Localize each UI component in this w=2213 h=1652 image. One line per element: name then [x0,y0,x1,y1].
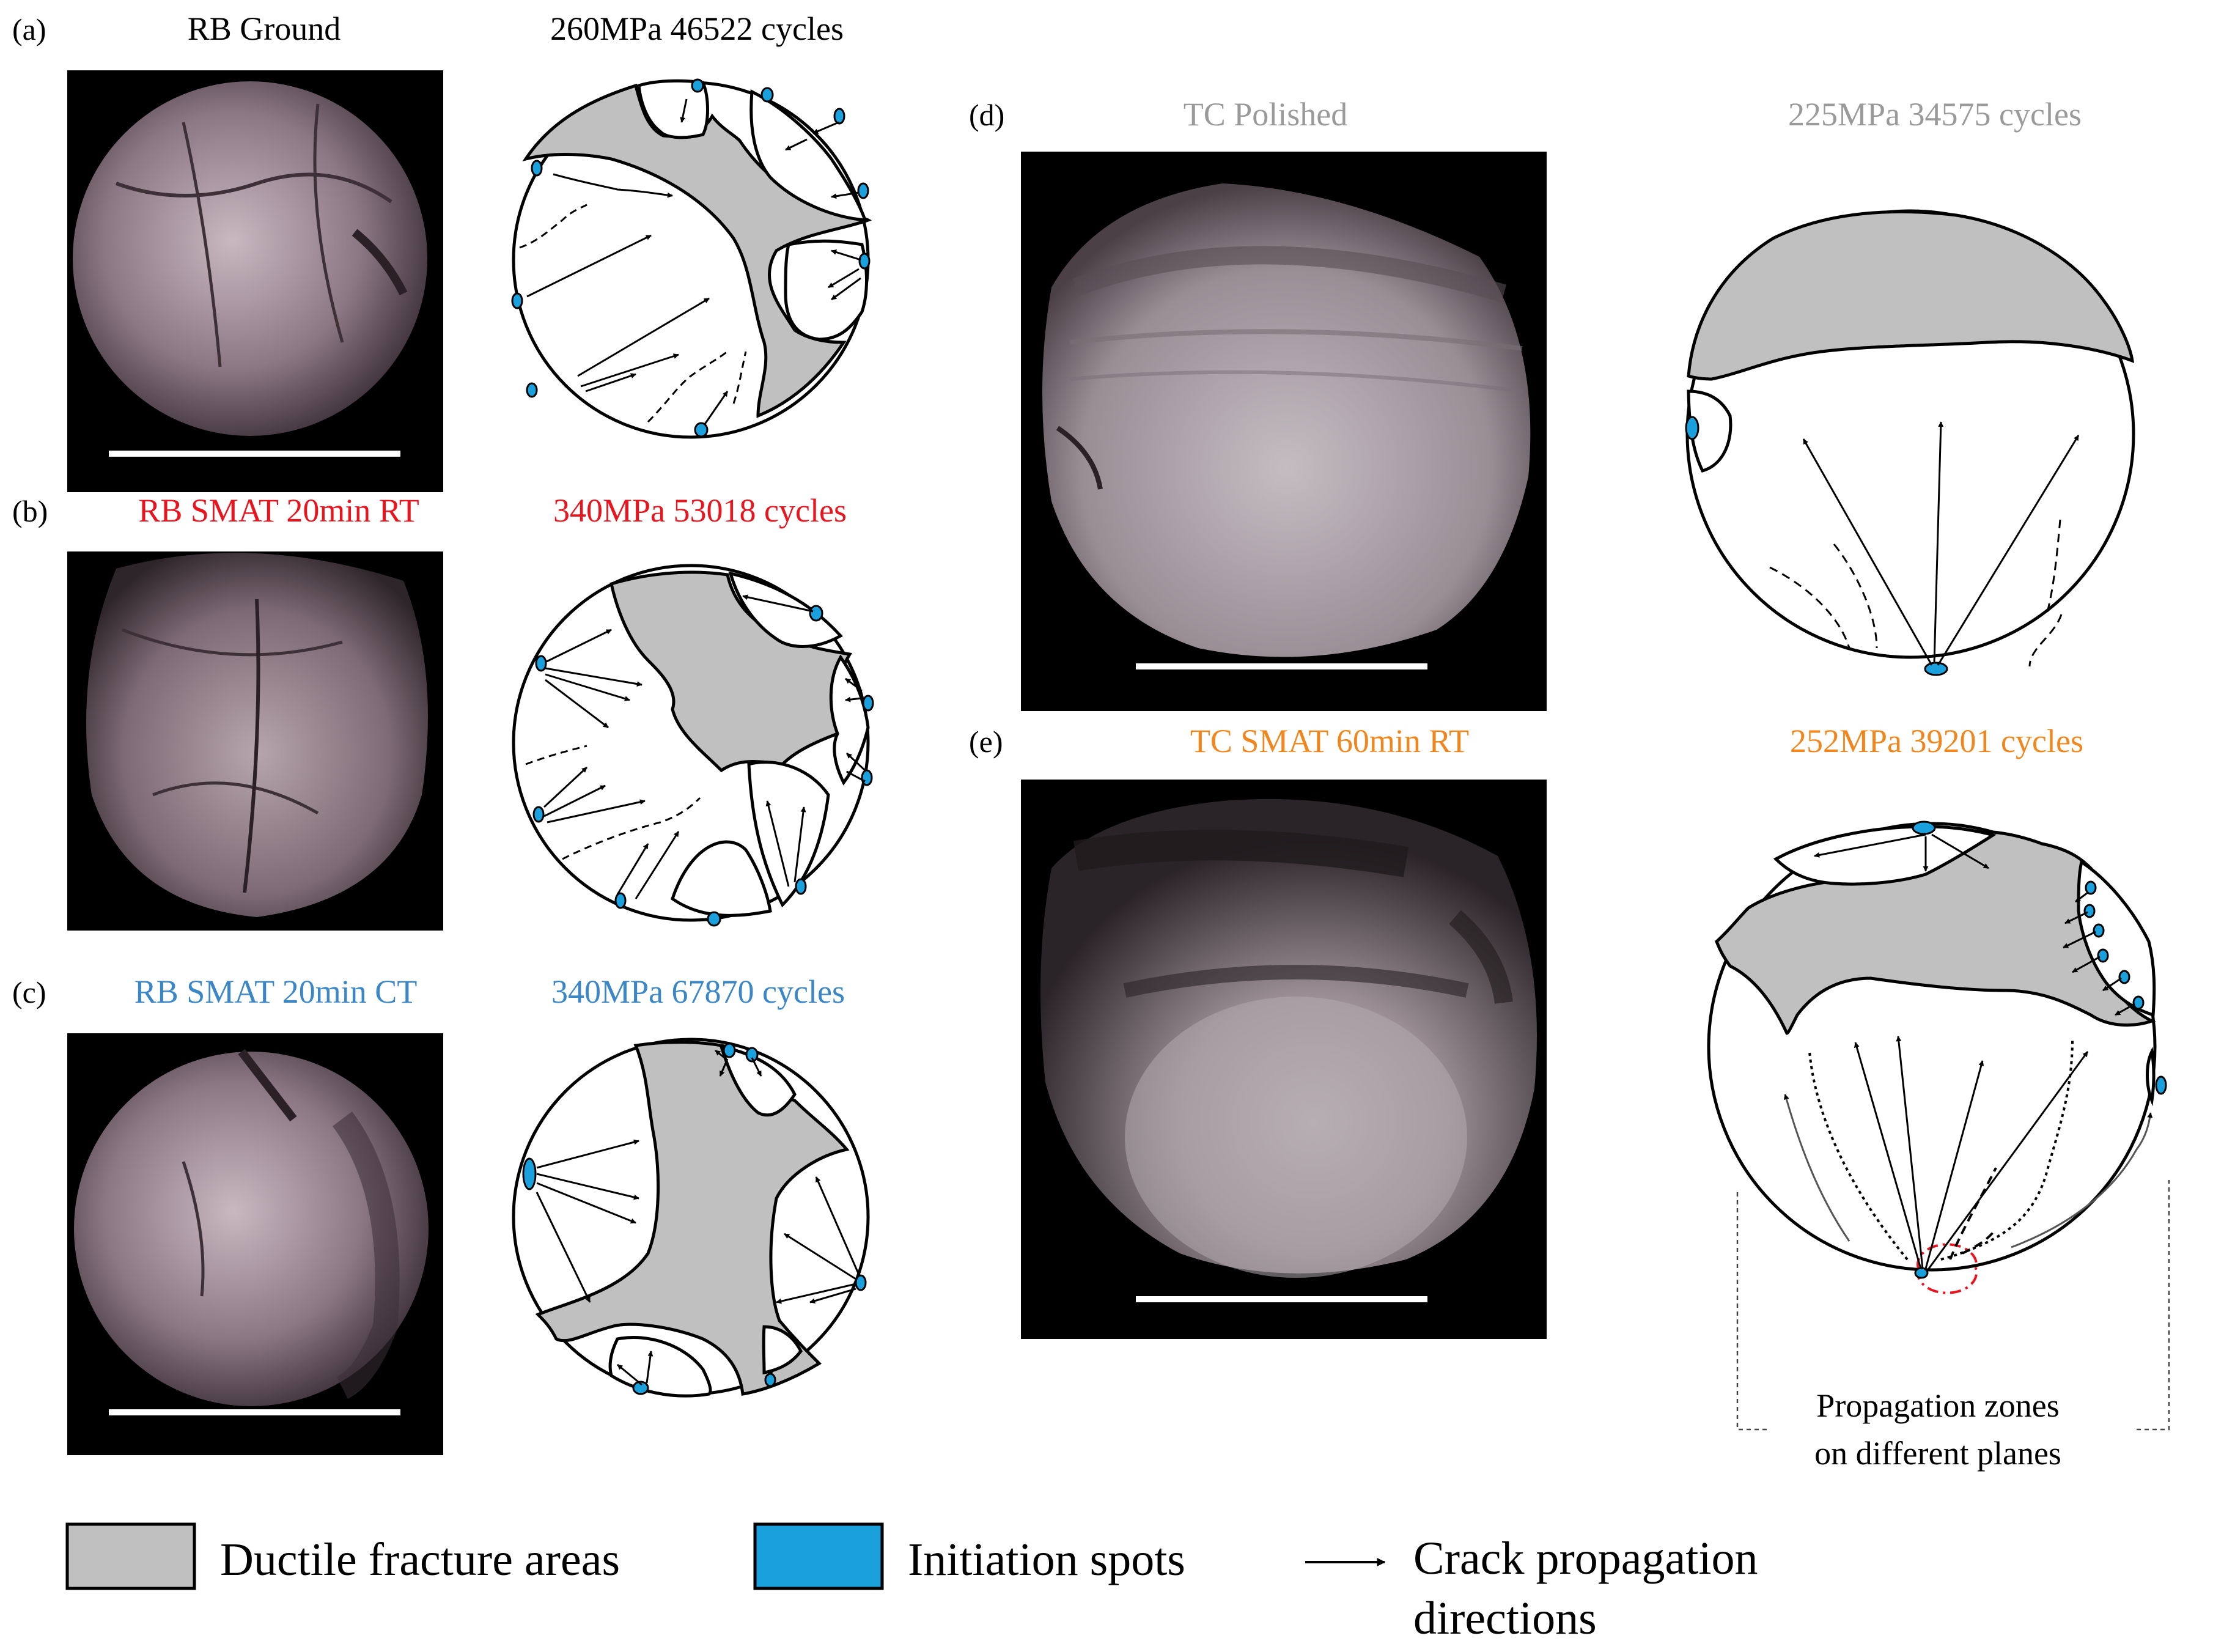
propagation-annotation-line1: Propagation zones [1816,1387,2059,1424]
initiation-spot [863,696,873,710]
initiation-spot [708,912,720,926]
initiation-spot [2119,971,2129,983]
initiation-spot [862,770,872,785]
panel-test-e: 252MPa 39201 cycles [1790,723,2083,759]
initiation-spot [810,606,822,621]
legend-crack-label-line2: directions [1413,1593,1597,1644]
initiation-spot [695,423,707,437]
propagation-annotation-line2: on different planes [1814,1435,2061,1472]
photo-b [67,551,443,935]
initiation-spot [1686,417,1698,439]
initiation-spot [2086,882,2096,894]
diagram-b [514,566,873,926]
legend-initiation-swatch [755,1524,882,1588]
initiation-spot [1925,663,1947,675]
initiation-spot [2156,1077,2166,1094]
panel-e: Propagation zones on different planes [1021,780,2169,1472]
initiation-spot [2134,997,2143,1009]
initiation-spot [2085,905,2094,917]
panel-title-b: RB SMAT 20min RT [138,492,419,529]
initiation-spot [512,293,522,308]
initiation-spot [534,807,543,822]
photo-d [1021,152,1547,711]
initiation-spot [860,254,869,268]
diagram-a [512,79,869,437]
panel-title-d: TC Polished [1184,96,1348,133]
initiation-spot [858,183,868,198]
panel-letter-d: (d) [969,98,1004,132]
initiation-spot [1915,1268,1928,1278]
panel-letter-a: (a) [12,12,46,46]
panel-letter-c: (c) [12,975,46,1009]
legend: Ductile fracture areas Initiation spots … [67,1524,1758,1644]
panel-test-b: 340MPa 53018 cycles [553,492,847,529]
initiation-spot [692,79,703,92]
crack-front-line [2030,614,2061,666]
initiation-spot [616,893,625,908]
panel-test-a: 260MPa 46522 cycles [550,10,844,47]
legend-initiation-label: Initiation spots [908,1534,1185,1585]
scale-label-b: 5 mm [219,939,290,971]
propagation-bracket-left [1737,1192,1767,1429]
panel-title-c: RB SMAT 20min CT [134,973,418,1010]
legend-ductile-swatch [67,1524,194,1588]
initiation-spot [765,1374,775,1386]
initiation-spot [2098,950,2108,962]
initiation-spot [856,1275,866,1290]
panel-title-e: TC SMAT 60min RT [1190,723,1469,759]
initiation-spot [523,1159,536,1189]
panel-letter-b: (b) [12,494,48,528]
photo-c [67,1033,443,1455]
initiation-spot [724,1044,735,1057]
panel-c [67,1033,868,1455]
propagation-bracket-right [2137,1180,2169,1429]
initiation-spot [527,383,537,397]
initiation-spot [532,161,542,175]
panel-b [67,551,873,935]
panel-test-c: 340MPa 67870 cycles [551,973,845,1010]
initiation-spot [762,88,773,101]
initiation-spot [1913,822,1935,834]
crack-propagation-arrow [813,122,839,133]
diagram-c [514,1039,868,1396]
panel-letter-e: (e) [969,725,1003,759]
panel-test-d: 225MPa 34575 cycles [1788,96,2082,133]
photo-a [67,70,443,492]
initiation-spot [2094,924,2104,937]
initiation-spot [796,879,806,894]
panel-a [67,70,869,492]
panel-d [1021,152,2134,711]
diagram-d [1686,211,2134,675]
legend-ductile-label: Ductile fracture areas [220,1534,620,1585]
panel-title-a: RB Ground [188,10,341,47]
initiation-spot [536,656,546,671]
initiation-spot [834,109,844,124]
legend-crack-label-line1: Crack propagation [1413,1533,1758,1584]
diagram-e: Propagation zones on different planes [1709,822,2169,1472]
photo-e [1021,780,1547,1339]
